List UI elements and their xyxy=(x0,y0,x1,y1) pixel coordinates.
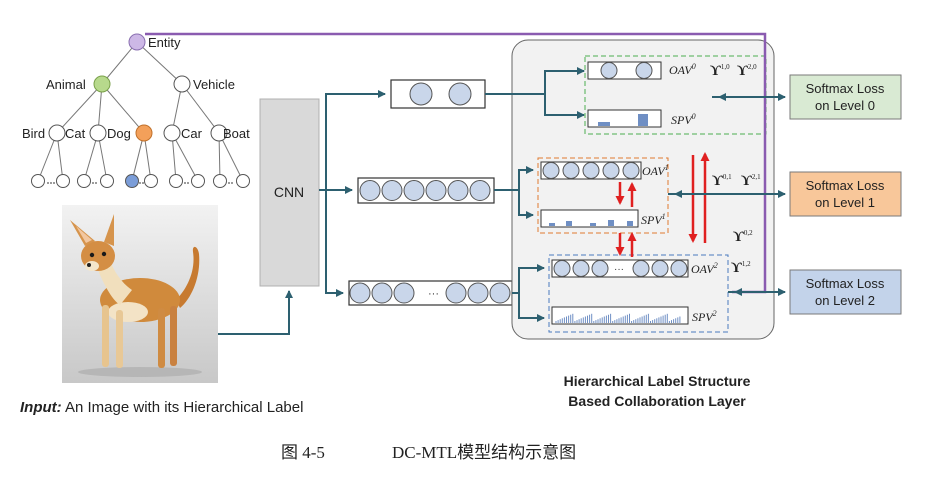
loss-level2-line1: Softmax Loss xyxy=(806,276,885,291)
loss-level1: Softmax Loss on Level 1 xyxy=(789,171,902,217)
cnn-output-arrows xyxy=(319,90,386,297)
input-caption: Input: An Image with its Hierarchical La… xyxy=(20,399,303,416)
level1-level2-arrows xyxy=(615,232,637,257)
feature-vector-level1 xyxy=(357,177,495,204)
loss-level0-line1: Softmax Loss xyxy=(806,81,885,96)
upsilon-0-1: ϒ0,1 xyxy=(712,173,732,189)
car-node xyxy=(163,124,181,142)
spv0-label: SPV0 xyxy=(671,112,696,127)
oav2-label: OAV2 xyxy=(691,261,718,276)
cat-node xyxy=(89,124,107,142)
bird-node xyxy=(48,124,66,142)
upsilon-1-0: ϒ1,0 xyxy=(710,63,730,79)
entity-label: Entity xyxy=(148,35,181,50)
oav2-ellipsis: ··· xyxy=(614,264,624,275)
feature-vector-level2: ··· xyxy=(348,280,513,306)
label-tree: Entity Animal Vehicle Bird Cat Dog Car B… xyxy=(22,33,250,188)
oav0-vector xyxy=(587,61,662,80)
boat-label: Boat xyxy=(223,126,250,141)
loss-level1-line2: on Level 1 xyxy=(815,195,875,210)
figure-number: 图 4-5 xyxy=(281,443,325,462)
spv2-label: SPV2 xyxy=(692,309,717,324)
feature-vector-level0 xyxy=(390,79,486,109)
animal-node xyxy=(93,75,111,93)
loss-level2: Softmax Loss on Level 2 xyxy=(789,269,902,315)
upsilon-2-1: ϒ2,1 xyxy=(741,173,761,189)
level0-level2-arrows xyxy=(688,152,710,243)
oav2-vector: ··· xyxy=(551,259,689,278)
boat-node xyxy=(210,124,228,142)
input-caption-bold: Input: xyxy=(20,399,62,416)
dog-node xyxy=(135,124,153,142)
upsilon-2-0: ϒ2,0 xyxy=(737,63,757,79)
loss-level0-line2: on Level 0 xyxy=(815,98,875,113)
cnn-label: CNN xyxy=(274,184,304,200)
feature-vector-level2-ellipsis: ··· xyxy=(428,288,439,300)
car-label: Car xyxy=(181,126,203,141)
leaf-nodes xyxy=(31,174,250,188)
input-caption-rest: An Image with its Hierarchical Label xyxy=(62,399,304,416)
level2-block xyxy=(548,254,729,333)
level1-block xyxy=(537,157,669,234)
cnn-block xyxy=(259,98,320,287)
dog-image xyxy=(62,205,218,383)
image-to-cnn-arrow xyxy=(218,290,293,335)
animal-label: Animal xyxy=(46,77,86,92)
spv2-vector xyxy=(551,306,689,325)
loss-arrows xyxy=(668,93,786,296)
figure-title: DC-MTL模型结构示意图 xyxy=(392,443,576,462)
collab-layer-title-1: Hierarchical Label Structure xyxy=(564,373,751,389)
collab-layer-title-2: Based Collaboration Layer xyxy=(568,393,746,409)
leaf-dots xyxy=(47,182,233,184)
spv1-vector xyxy=(540,209,639,228)
tree-edges xyxy=(37,41,244,182)
bird-label: Bird xyxy=(22,126,45,141)
level1-internal-arrows xyxy=(615,182,637,207)
oav1-vector xyxy=(540,161,642,180)
cat-label: Cat xyxy=(65,126,86,141)
spv0-vector xyxy=(587,109,662,128)
loss-level2-line2: on Level 2 xyxy=(815,293,875,308)
oav1-label: OAV1 xyxy=(642,163,669,178)
upsilon-0-2: ϒ0,2 xyxy=(733,229,753,245)
spv1-label: SPV1 xyxy=(641,212,666,227)
collaboration-layer-box xyxy=(511,39,775,340)
loss-level0: Softmax Loss on Level 0 xyxy=(789,74,902,120)
upsilon-1-2: ϒ1,2 xyxy=(731,260,751,276)
loss-level1-line1: Softmax Loss xyxy=(806,178,885,193)
vehicle-node xyxy=(173,75,191,93)
collab-input-arrows xyxy=(485,67,585,322)
oav0-label: OAV0 xyxy=(669,62,696,77)
dog-label: Dog xyxy=(107,126,131,141)
vehicle-label: Vehicle xyxy=(193,77,235,92)
entity-node xyxy=(128,33,146,51)
